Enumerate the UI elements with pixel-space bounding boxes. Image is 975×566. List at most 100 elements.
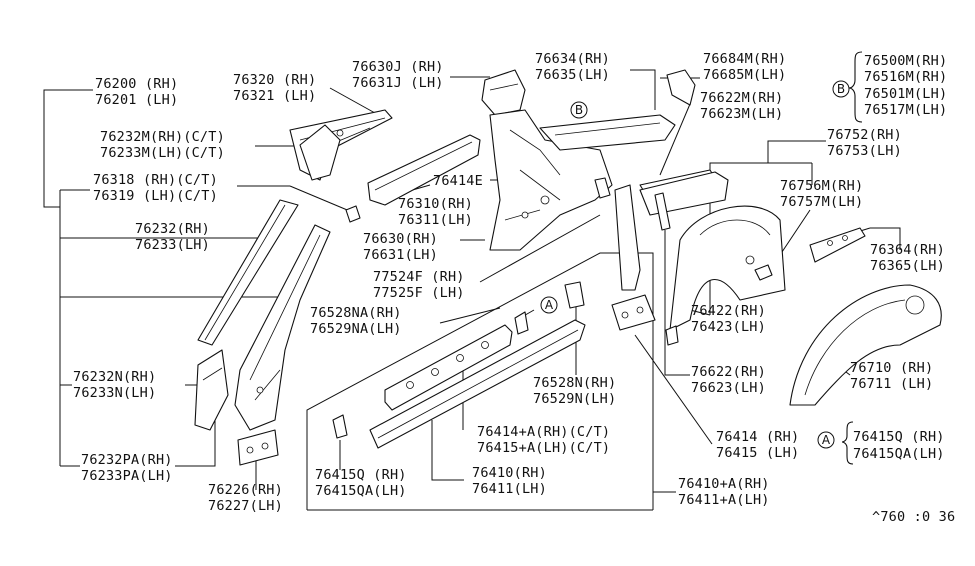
part-76634	[539, 114, 676, 151]
label-76410: 76410(RH)	[472, 465, 547, 481]
label-76711: 76711 (LH)	[850, 376, 933, 392]
label-76411: 76411(LH)	[472, 481, 547, 497]
part-A-piece	[514, 311, 529, 335]
part-76232N	[194, 349, 229, 431]
label-76422: 76422(RH)	[691, 303, 766, 319]
label-76232: 76232(RH)	[135, 221, 210, 237]
label-76528NA: 76528NA(RH)	[310, 305, 402, 321]
label-76623M: 76623M(LH)	[700, 106, 783, 122]
label-76622: 76622(RH)	[691, 364, 766, 380]
label-76517M: 76517M(LH)	[864, 102, 947, 118]
svg-text:B: B	[575, 103, 583, 117]
label-76756M: 76756M(RH)	[780, 178, 863, 194]
part-76200	[234, 224, 331, 431]
label-76233N: 76233N(LH)	[73, 385, 156, 401]
label-76233: 76233(LH)	[135, 237, 210, 253]
labels: 76200 (RH) 76201 (LH) 76320 (RH) 76321 (…	[73, 51, 955, 525]
label-76233M: 76233M(LH)(C/T)	[100, 145, 225, 161]
label-76710: 76710 (RH)	[850, 360, 933, 376]
callout-b-top-right: B	[832, 80, 850, 98]
callout-b-center: B	[570, 101, 588, 119]
part-76232	[197, 199, 299, 346]
label-76622M: 76622M(RH)	[700, 90, 783, 106]
brace-b-group	[848, 51, 863, 123]
label-76415: 76415 (LH)	[716, 445, 799, 461]
label-76630: 76630(RH)	[363, 231, 438, 247]
label-76318: 76318 (RH)(C/T)	[93, 172, 218, 188]
part-76232M	[299, 124, 341, 181]
label-76415QA-right: 76415QA(LH)	[853, 446, 945, 462]
label-76631: 76631(LH)	[363, 247, 438, 263]
part-76310	[367, 134, 481, 206]
label-76685M: 76685M(LH)	[703, 67, 786, 83]
label-76226: 76226(RH)	[208, 482, 283, 498]
label-76415QA-bottom: 76415QA(LH)	[315, 483, 407, 499]
part-76630J	[481, 69, 526, 116]
part-drawings	[194, 69, 942, 466]
part-76415Q	[332, 414, 348, 439]
label-76684M: 76684M(RH)	[703, 51, 786, 67]
label-76528N: 76528N(RH)	[533, 375, 616, 391]
label-76414E: 76414E	[433, 173, 483, 189]
label-76635: 76635(LH)	[535, 67, 610, 83]
label-76634: 76634(RH)	[535, 51, 610, 67]
label-76232N: 76232N(RH)	[73, 369, 156, 385]
label-76310: 76310(RH)	[398, 196, 473, 212]
label-76415Q-right: 76415Q (RH)	[853, 429, 945, 445]
part-76422	[665, 325, 679, 346]
label-76415A: 76415+A(LH)(C/T)	[477, 440, 610, 456]
label-76311: 76311(LH)	[398, 212, 473, 228]
label-76227: 76227(LH)	[208, 498, 283, 514]
brace-a-group	[841, 421, 854, 465]
label-76501M: 76501M(LH)	[864, 86, 947, 102]
label-76415Q-bottom: 76415Q (RH)	[315, 467, 407, 483]
label-76414A: 76414+A(RH)(C/T)	[477, 424, 610, 440]
label-77525F: 77525F (LH)	[373, 285, 465, 301]
part-76630	[489, 109, 613, 251]
part-76756M-clip	[754, 264, 773, 281]
part-76414	[611, 294, 656, 331]
label-76319: 76319 (LH)(C/T)	[93, 188, 218, 204]
part-76710	[789, 284, 942, 406]
part-76226	[237, 429, 279, 466]
label-76529N: 76529N(LH)	[533, 391, 616, 407]
part-76528N	[564, 281, 585, 309]
svg-text:A: A	[545, 298, 554, 312]
label-76200: 76200 (RH)	[95, 76, 178, 92]
label-76233PA: 76233PA(LH)	[81, 468, 173, 484]
label-76414: 76414 (RH)	[716, 429, 799, 445]
callout-a-right: A	[817, 431, 835, 449]
part-76622	[654, 192, 671, 231]
label-76623: 76623(LH)	[691, 380, 766, 396]
part-76364	[809, 227, 866, 263]
label-76411A: 76411+A(LH)	[678, 492, 770, 508]
label-76529NA: 76529NA(LH)	[310, 321, 402, 337]
label-76631J: 76631J (LH)	[352, 75, 444, 91]
label-76201: 76201 (LH)	[95, 92, 178, 108]
part-77524F	[614, 184, 641, 291]
part-76684M	[666, 69, 696, 106]
label-76423: 76423(LH)	[691, 319, 766, 335]
label-76410A: 76410+A(RH)	[678, 476, 770, 492]
part-76414E	[594, 177, 611, 199]
label-76516M: 76516M(RH)	[864, 69, 947, 85]
part-76756M	[669, 205, 786, 331]
label-76321: 76321 (LH)	[233, 88, 316, 104]
label-76232PA: 76232PA(RH)	[81, 452, 173, 468]
label-76365: 76365(LH)	[870, 258, 945, 274]
svg-text:B: B	[837, 82, 845, 96]
label-76752: 76752(RH)	[827, 127, 902, 143]
label-76753: 76753(LH)	[827, 143, 902, 159]
label-76500M: 76500M(RH)	[864, 53, 947, 69]
part-76528NA	[384, 324, 513, 411]
label-76232M: 76232M(RH)(C/T)	[100, 129, 225, 145]
callout-a-near-sill: A	[540, 296, 558, 314]
svg-text:A: A	[822, 433, 831, 447]
label-76630J: 76630J (RH)	[352, 59, 444, 75]
label-76320: 76320 (RH)	[233, 72, 316, 88]
label-76364: 76364(RH)	[870, 242, 945, 258]
part-76410	[369, 319, 586, 449]
label-77524F: 77524F (RH)	[373, 269, 465, 285]
part-76318	[345, 205, 361, 223]
